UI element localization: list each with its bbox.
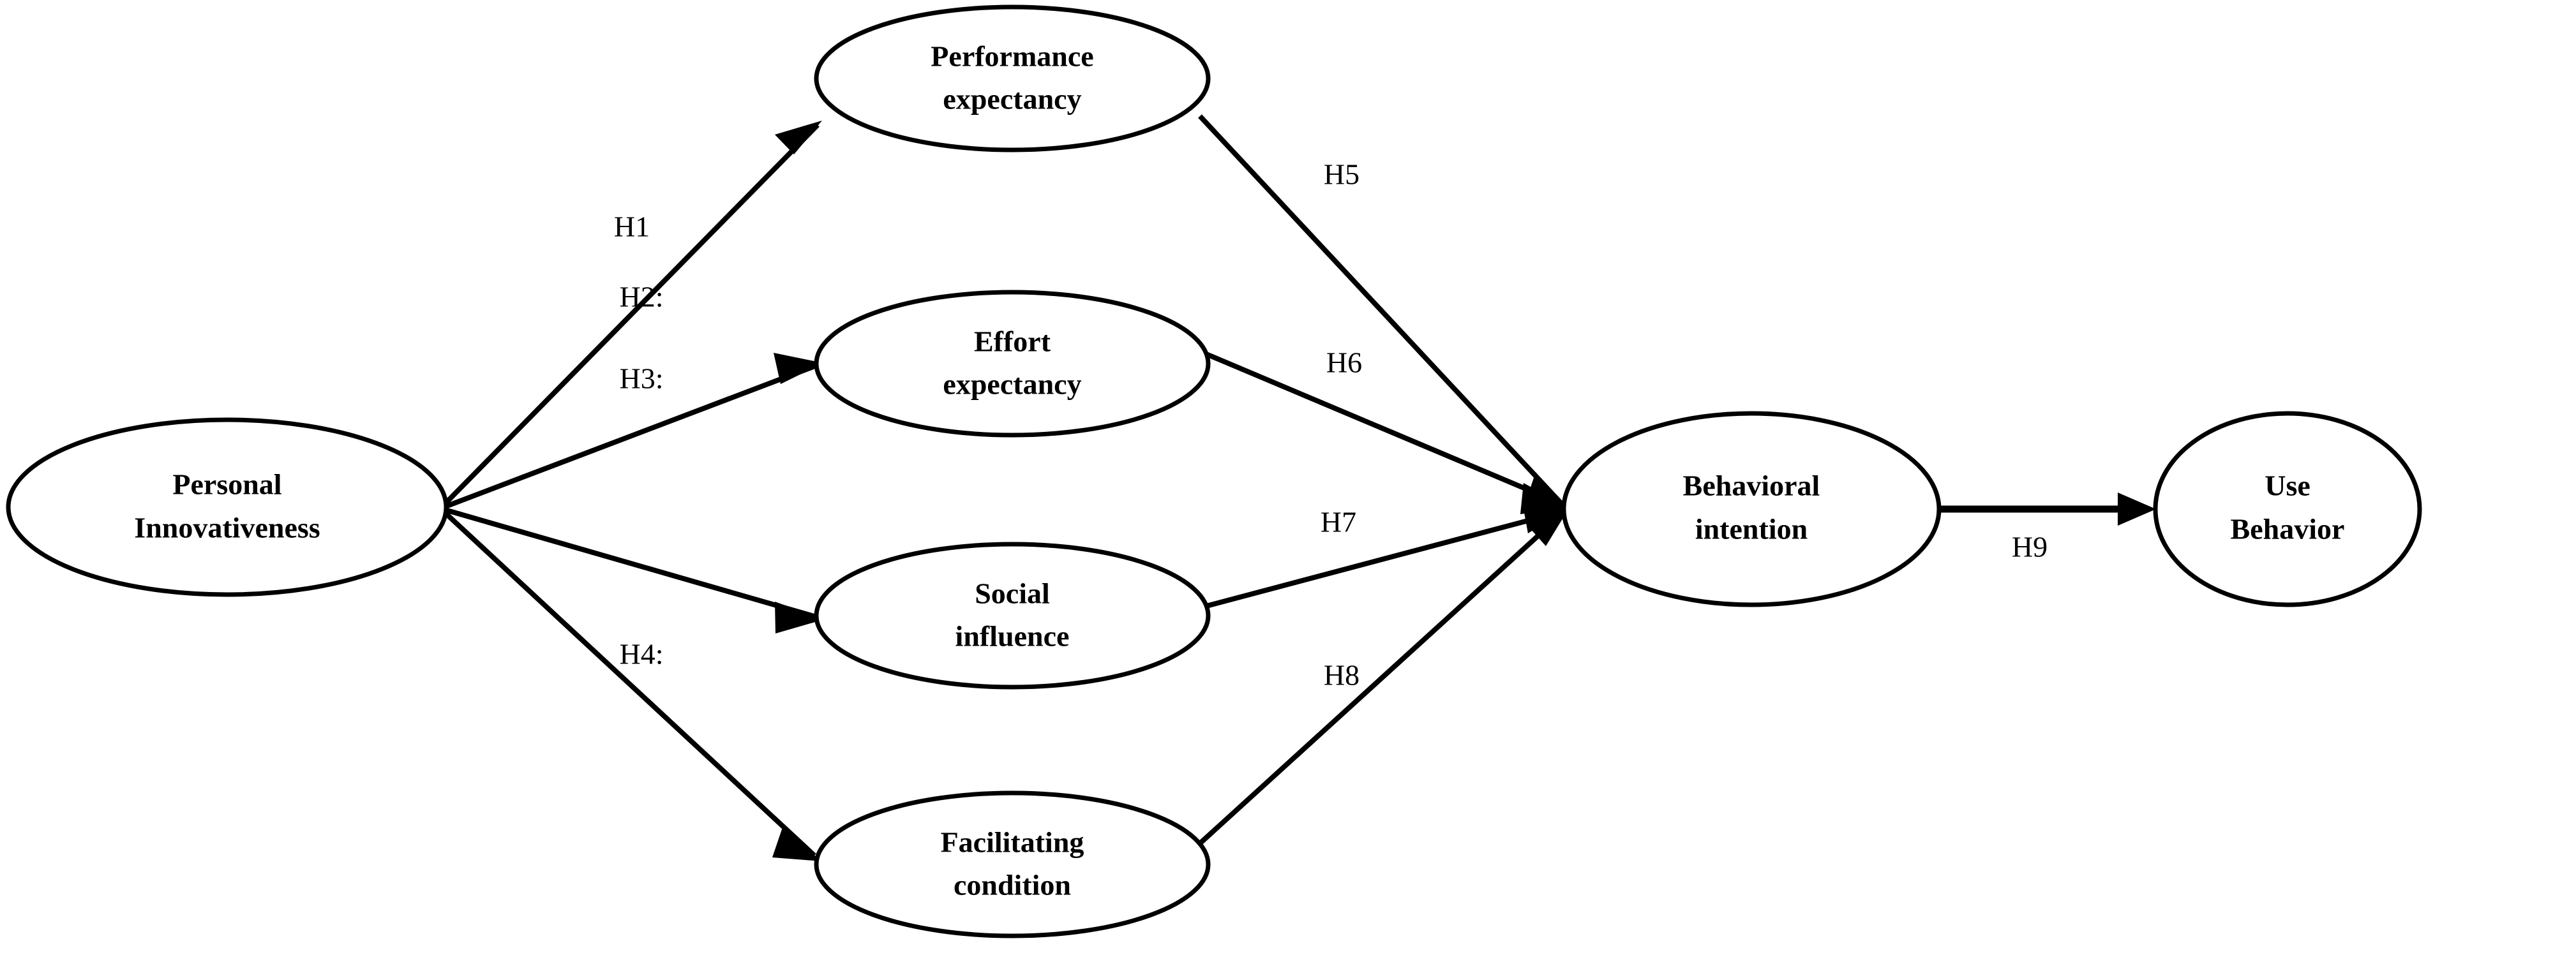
edge-label-h2: H2:	[620, 281, 664, 313]
node-behavioral-intention-label-line2: intention	[1695, 513, 1808, 545]
node-use-behavior[interactable]: Use Behavior	[2153, 411, 2422, 607]
node-social-influence-label-line2: influence	[955, 620, 1070, 653]
node-personal-innovativeness-label-line1: Personal	[172, 468, 281, 501]
edge-label-h9: H9	[2012, 531, 2048, 563]
node-use-behavior-label-line1: Use	[2265, 470, 2310, 502]
edge-h1-arrowhead	[775, 121, 822, 154]
edge-h2-arrowhead	[774, 353, 823, 384]
edge-h8-line	[1198, 512, 1564, 845]
node-performance-expectancy-label-line2: expectancy	[943, 83, 1081, 115]
node-facilitating-condition-shape[interactable]	[814, 790, 1211, 938]
node-effort-expectancy-label-line1: Effort	[974, 325, 1051, 358]
node-use-behavior-label-line2: Behavior	[2231, 513, 2345, 545]
edge-h6-line	[1205, 352, 1563, 507]
edge-h2	[439, 353, 823, 511]
edge-label-h8: H8	[1324, 659, 1359, 692]
node-personal-innovativeness-label-line2: Innovativeness	[134, 512, 320, 544]
edge-h8-arrowhead	[1525, 508, 1569, 546]
edge-h6	[1205, 352, 1568, 514]
edge-h9-arrowhead	[2118, 493, 2156, 526]
node-social-influence-label-line1: Social	[975, 577, 1050, 610]
edge-h4-line	[438, 507, 816, 857]
edge-h1	[438, 121, 822, 510]
node-behavioral-intention-shape[interactable]	[1561, 411, 1942, 607]
node-personal-innovativeness[interactable]: Personal Innovativeness	[6, 417, 449, 597]
node-social-influence-shape[interactable]	[814, 542, 1211, 690]
edge-h4-arrowhead	[772, 827, 821, 861]
edge-h3-arrowhead	[775, 602, 824, 633]
edge-h1-line	[438, 123, 820, 510]
node-behavioral-intention-label-line1: Behavioral	[1683, 470, 1820, 502]
node-effort-expectancy-shape[interactable]	[814, 290, 1211, 438]
edge-h2-line	[439, 363, 818, 511]
node-performance-expectancy-shape[interactable]	[814, 4, 1211, 152]
node-effort-expectancy-label-line2: expectancy	[943, 368, 1081, 401]
edge-h9	[1937, 493, 2156, 526]
edge-label-h3: H3:	[620, 362, 664, 395]
node-facilitating-condition[interactable]: Facilitating condition	[814, 790, 1211, 938]
node-behavioral-intention[interactable]: Behavioral intention	[1561, 411, 1942, 607]
edge-h8	[1198, 508, 1569, 845]
edge-h5-line	[1198, 114, 1564, 506]
node-performance-expectancy[interactable]: Performance expectancy	[814, 4, 1211, 152]
edge-h3-line	[439, 506, 818, 619]
edge-h4	[438, 507, 821, 861]
edge-h3	[439, 506, 824, 633]
edge-h7	[1205, 502, 1568, 609]
edge-label-h1: H1	[614, 211, 650, 243]
edge-label-h4: H4:	[620, 638, 664, 671]
edge-label-h5: H5	[1324, 158, 1359, 191]
node-effort-expectancy[interactable]: Effort expectancy	[814, 290, 1211, 438]
edge-label-h7: H7	[1321, 506, 1356, 538]
node-performance-expectancy-label-line1: Performance	[931, 40, 1093, 73]
node-facilitating-condition-label-line2: condition	[954, 869, 1071, 901]
node-social-influence[interactable]: Social influence	[814, 542, 1211, 690]
edge-label-h6: H6	[1326, 346, 1362, 379]
node-personal-innovativeness-shape[interactable]	[6, 417, 449, 597]
node-use-behavior-shape[interactable]	[2153, 411, 2422, 607]
edge-h5	[1198, 114, 1568, 510]
edge-h7-line	[1205, 509, 1563, 609]
node-facilitating-condition-label-line1: Facilitating	[941, 826, 1084, 859]
